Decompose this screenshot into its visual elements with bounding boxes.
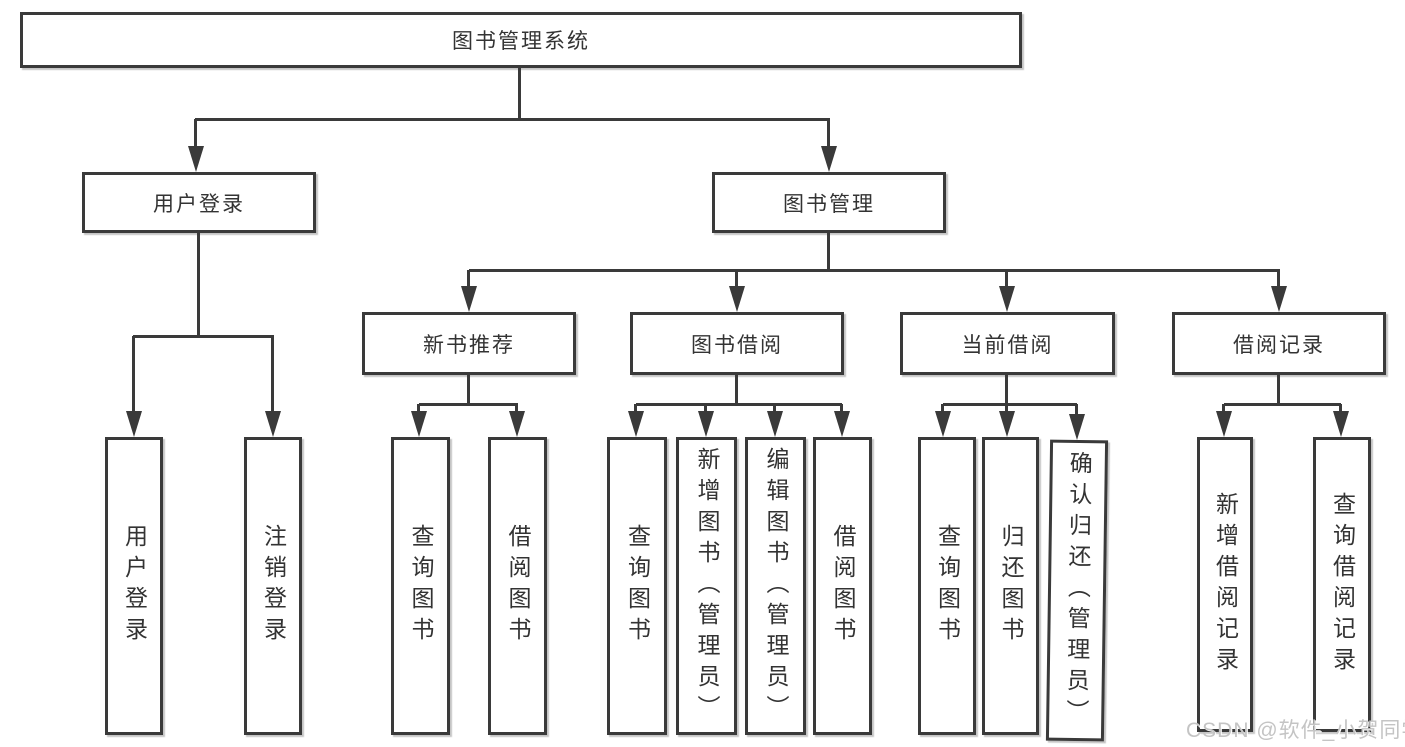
connector-new-book-rail — [419, 403, 518, 406]
connector-drop — [417, 404, 420, 416]
arrowhead-down-icon — [1271, 286, 1287, 312]
connector-drop-book-management — [827, 119, 830, 151]
node-current-borrow-label: 当前借阅 — [961, 333, 1054, 357]
connector-book-borrow-rail — [636, 403, 842, 406]
node-borrow-records: 借阅记录 — [1172, 312, 1386, 375]
connector-book-management-rail — [469, 269, 1280, 272]
leaf-current-query: 查询图书 — [918, 437, 976, 735]
connector-book-borrow-stem — [735, 375, 738, 405]
node-root-label: 图书管理系统 — [452, 30, 590, 53]
leaf-current-return-label: 归还图书 — [998, 524, 1024, 648]
connector-drop — [941, 404, 944, 416]
connector-drop — [1075, 404, 1078, 418]
connector-root-stem — [518, 68, 521, 119]
node-user-login: 用户登录 — [82, 172, 316, 233]
arrowhead-down-icon — [1333, 411, 1349, 437]
connector-drop-borrow-records — [1277, 270, 1280, 292]
connector-drop-leaf-login — [132, 336, 135, 416]
node-current-borrow: 当前借阅 — [900, 312, 1115, 375]
leaf-borrow-add-admin-label: 新增图书（管理员） — [694, 446, 720, 726]
leaf-records-add-label: 新增借阅记录 — [1212, 491, 1239, 678]
connector-drop-user-login — [194, 119, 197, 151]
node-book-management-label: 图书管理 — [783, 192, 875, 216]
node-user-login-label: 用户登录 — [153, 192, 245, 216]
connector-drop — [773, 404, 776, 416]
connector-drop — [634, 404, 637, 416]
connector-drop-new-book — [467, 270, 470, 292]
connector-root-rail — [195, 118, 830, 121]
arrowhead-down-icon — [509, 411, 525, 437]
connector-drop-leaf-logout — [271, 336, 274, 416]
connector-new-book-stem — [467, 375, 470, 406]
arrowhead-down-icon — [935, 411, 951, 437]
leaf-borrow-edit-admin: 编辑图书（管理员） — [745, 437, 806, 735]
connector-book-management-stem — [827, 233, 830, 271]
connector-drop — [1005, 404, 1008, 416]
connector-drop — [1222, 404, 1225, 416]
leaf-new-book-borrow: 借阅图书 — [488, 437, 547, 735]
arrowhead-down-icon — [1216, 411, 1232, 437]
connector-drop-book-borrow — [735, 270, 738, 292]
connector-borrow-records-stem — [1277, 375, 1280, 405]
connector-borrow-records-rail — [1224, 403, 1341, 406]
arrowhead-down-icon — [821, 146, 837, 172]
connector-current-borrow-stem — [1005, 375, 1008, 405]
csdn-watermark: CSDN @软件_小贺同学 — [1186, 719, 1405, 742]
node-book-management: 图书管理 — [712, 172, 946, 233]
leaf-logout-label: 注销登录 — [260, 524, 287, 648]
leaf-user-login: 用户登录 — [105, 437, 163, 735]
node-borrow-records-label: 借阅记录 — [1233, 333, 1325, 357]
arrowhead-down-icon — [767, 411, 783, 437]
connector-current-borrow-rail — [943, 403, 1077, 406]
leaf-new-book-query: 查询图书 — [391, 437, 450, 735]
leaf-records-query: 查询借阅记录 — [1313, 437, 1371, 732]
arrowhead-down-icon — [188, 146, 204, 172]
leaf-borrow-borrow-label: 借阅图书 — [830, 524, 856, 648]
leaf-new-book-borrow-label: 借阅图书 — [505, 524, 531, 648]
connector-drop-current-borrow — [1005, 270, 1008, 292]
leaf-current-query-label: 查询图书 — [934, 524, 961, 648]
connector-drop — [704, 404, 707, 416]
arrowhead-down-icon — [1069, 414, 1085, 440]
leaf-borrow-borrow: 借阅图书 — [813, 437, 872, 735]
arrowhead-down-icon — [698, 411, 714, 437]
node-book-borrow: 图书借阅 — [630, 312, 844, 375]
leaf-current-confirm-admin: 确认归还（管理员） — [1045, 439, 1109, 742]
connector-drop — [840, 404, 843, 416]
arrowhead-down-icon — [126, 411, 142, 437]
leaf-records-query-label: 查询借阅记录 — [1329, 491, 1356, 678]
leaf-records-add: 新增借阅记录 — [1197, 437, 1253, 732]
leaf-current-confirm-admin-label: 确认归还（管理员） — [1062, 450, 1093, 731]
arrowhead-down-icon — [461, 286, 477, 312]
node-new-book-recommend: 新书推荐 — [362, 312, 576, 375]
node-root: 图书管理系统 — [20, 12, 1022, 68]
connector-user-login-stem — [197, 233, 200, 337]
arrowhead-down-icon — [411, 411, 427, 437]
node-new-book-recommend-label: 新书推荐 — [423, 333, 515, 357]
leaf-user-login-label: 用户登录 — [121, 524, 148, 648]
leaf-borrow-add-admin: 新增图书（管理员） — [676, 437, 737, 735]
leaf-borrow-query-label: 查询图书 — [624, 524, 651, 648]
arrowhead-down-icon — [729, 286, 745, 312]
leaf-logout: 注销登录 — [244, 437, 302, 735]
arrowhead-down-icon — [628, 411, 644, 437]
leaf-borrow-edit-admin-label: 编辑图书（管理员） — [763, 446, 789, 726]
leaf-borrow-query: 查询图书 — [607, 437, 667, 735]
arrowhead-down-icon — [265, 411, 281, 437]
node-book-borrow-label: 图书借阅 — [691, 333, 783, 357]
arrowhead-down-icon — [999, 286, 1015, 312]
connector-drop — [515, 404, 518, 416]
arrowhead-down-icon — [834, 411, 850, 437]
connector-drop — [1339, 404, 1342, 416]
arrowhead-down-icon — [999, 411, 1015, 437]
leaf-new-book-query-label: 查询图书 — [408, 524, 434, 648]
leaf-current-return: 归还图书 — [982, 437, 1039, 735]
connector-user-login-rail — [133, 335, 274, 338]
